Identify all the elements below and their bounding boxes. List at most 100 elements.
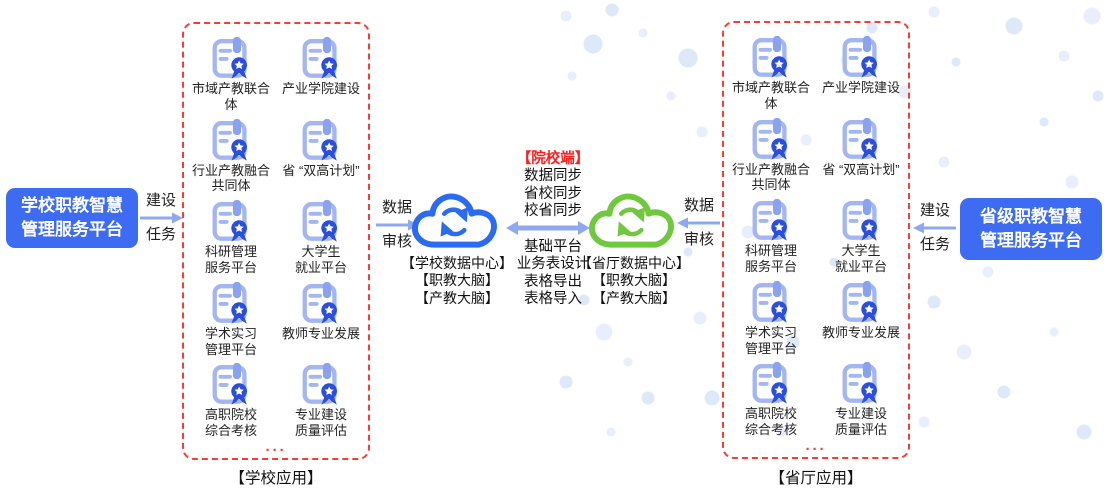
app-item: 专业建设 质量评估	[276, 360, 366, 442]
build-label: 建设	[919, 202, 950, 219]
clipboard-certificate-icon	[302, 200, 338, 242]
app-item-label: 高职院校 综合考核	[204, 407, 257, 439]
app-item-label: 高职院校 综合考核	[744, 406, 797, 438]
app-item-label: 专业建设 质量评估	[294, 407, 347, 439]
clipboard-certificate-icon	[752, 280, 788, 323]
sync-line: 基础平台	[524, 239, 582, 255]
clipboard-certificate-icon	[212, 36, 248, 79]
app-item-label: 科研管理 服务平台	[204, 244, 257, 276]
school-datacenter-caption: 【学校数据中心】【职教大脑】【产教大脑】	[401, 255, 513, 307]
sync-line: 校省同步	[524, 202, 582, 219]
audit-label: 审核	[381, 232, 412, 250]
province-build-task-arrow: 建设 任务	[912, 202, 958, 253]
app-item-label: 省 “双高计划”	[822, 161, 900, 177]
clipboard-certificate-icon	[302, 118, 338, 161]
province-data-audit-arrow: 数据 审核	[676, 197, 722, 248]
app-item: 高职院校 综合考核	[726, 359, 816, 441]
app-item-label: 大学生 就业平台	[834, 243, 887, 275]
school-platform-box: 学校职教智慧 管理服务平台	[6, 188, 138, 248]
school-apps-box: 市域产教联合体 产业学院建设	[182, 22, 370, 460]
clipboard-certificate-icon	[842, 280, 878, 323]
app-item: 专业建设 质量评估	[816, 359, 906, 441]
app-item: 教师专业发展	[276, 279, 366, 361]
build-label: 建设	[145, 192, 176, 209]
app-item: 行业产教融合 共同体	[186, 116, 276, 198]
app-item: 高职院校 综合考核	[186, 360, 276, 442]
app-item: 市域产教联合体	[726, 33, 816, 115]
sync-functions-top: 【院校端】 数据同步省校同步校省同步	[493, 151, 613, 220]
caption-line: 【职教大脑】	[592, 272, 676, 289]
app-item-label: 学术实习 管理平台	[204, 325, 257, 357]
school-platform-label: 学校职教智慧 管理服务平台	[21, 195, 123, 239]
clipboard-certificate-icon	[752, 117, 788, 160]
more-items-ellipsis: ···	[805, 441, 827, 458]
app-item-label: 教师专业发展	[821, 324, 900, 340]
app-item: 省 “双高计划”	[276, 116, 366, 198]
app-item: 科研管理 服务平台	[726, 196, 816, 278]
app-item: 大学生 就业平台	[816, 196, 906, 278]
data-label: 数据	[381, 199, 412, 216]
cloud-sync-icon-green	[589, 193, 674, 248]
school-apps-grid: 市域产教联合体 产业学院建设	[184, 24, 368, 458]
clipboard-certificate-icon	[302, 36, 338, 79]
app-item-label: 行业产教融合 共同体	[731, 161, 810, 193]
app-item-label: 教师专业发展	[281, 325, 360, 341]
caption-line: 【省厅数据中心】	[578, 255, 690, 271]
app-item-label: 专业建设 质量评估	[834, 406, 887, 438]
audit-label: 审核	[683, 230, 714, 248]
app-item: 大学生 就业平台	[276, 197, 366, 279]
more-items-ellipsis: ···	[265, 442, 287, 459]
app-item: 教师专业发展	[816, 278, 906, 360]
task-label: 任务	[919, 235, 950, 253]
sync-line: 省校同步	[524, 185, 582, 202]
school-data-audit-arrow: 数据 审核	[374, 199, 420, 250]
app-item-label: 产业学院建设	[281, 81, 360, 96]
app-item: 市域产教联合体	[186, 34, 276, 116]
campus-side-header: 【院校端】	[516, 151, 590, 167]
clipboard-certificate-icon	[212, 200, 248, 242]
app-item-label: 学术实习 管理平台	[744, 324, 797, 356]
sync-line: 表格导入	[524, 290, 582, 307]
caption-line: 【产教大脑】	[415, 289, 499, 306]
province-datacenter: 【省厅数据中心】【职教大脑】【产教大脑】	[567, 188, 701, 307]
clipboard-certificate-icon	[752, 199, 788, 241]
province-apps-caption: 【省厅应用】	[769, 470, 863, 487]
clipboard-certificate-icon	[212, 281, 248, 324]
app-item-label: 省 “双高计划”	[282, 162, 360, 178]
app-item-label: 市域产教联合体	[191, 81, 270, 112]
sync-line: 表格导出	[524, 273, 582, 290]
data-label: 数据	[683, 197, 714, 214]
caption-line: 【职教大脑】	[415, 272, 499, 289]
app-item-label: 产业学院建设	[821, 80, 900, 95]
app-item: 产业学院建设	[816, 33, 906, 115]
caption-line: 【产教大脑】	[592, 289, 676, 306]
app-item-label: 科研管理 服务平台	[744, 243, 797, 275]
bidirectional-sync-arrow-icon	[506, 221, 590, 235]
app-item-label: 大学生 就业平台	[294, 244, 347, 276]
clipboard-certificate-icon	[302, 281, 338, 324]
province-apps-grid: 市域产教联合体 产业学院建设	[724, 23, 908, 457]
clipboard-certificate-icon	[842, 117, 878, 160]
province-platform-box: 省级职教智慧 管理服务平台	[960, 198, 1102, 260]
app-item: 产业学院建设	[276, 34, 366, 116]
app-item: 省 “双高计划”	[816, 115, 906, 197]
sync-top-lines: 数据同步省校同步校省同步	[493, 168, 613, 220]
province-apps-box: 市域产教联合体 产业学院建设	[722, 21, 910, 459]
clipboard-certificate-icon	[212, 118, 248, 161]
app-item-label: 行业产教融合 共同体	[191, 162, 270, 194]
task-label: 任务	[145, 225, 176, 243]
sync-line: 数据同步	[524, 168, 582, 185]
right-arrow-icon	[140, 212, 183, 224]
school-datacenter: 【学校数据中心】【职教大脑】【产教大脑】	[390, 188, 524, 307]
clipboard-certificate-icon	[842, 362, 878, 404]
clipboard-certificate-icon	[212, 363, 248, 405]
app-item: 行业产教融合 共同体	[726, 115, 816, 197]
clipboard-certificate-icon	[752, 35, 788, 78]
left-arrow-icon	[913, 222, 956, 234]
cloud-sync-icon-blue	[412, 193, 497, 248]
clipboard-certificate-icon	[302, 363, 338, 405]
province-datacenter-caption: 【省厅数据中心】【职教大脑】【产教大脑】	[578, 255, 690, 307]
sync-line: 业务表设计	[516, 256, 590, 273]
school-build-task-arrow: 建设 任务	[138, 192, 184, 243]
